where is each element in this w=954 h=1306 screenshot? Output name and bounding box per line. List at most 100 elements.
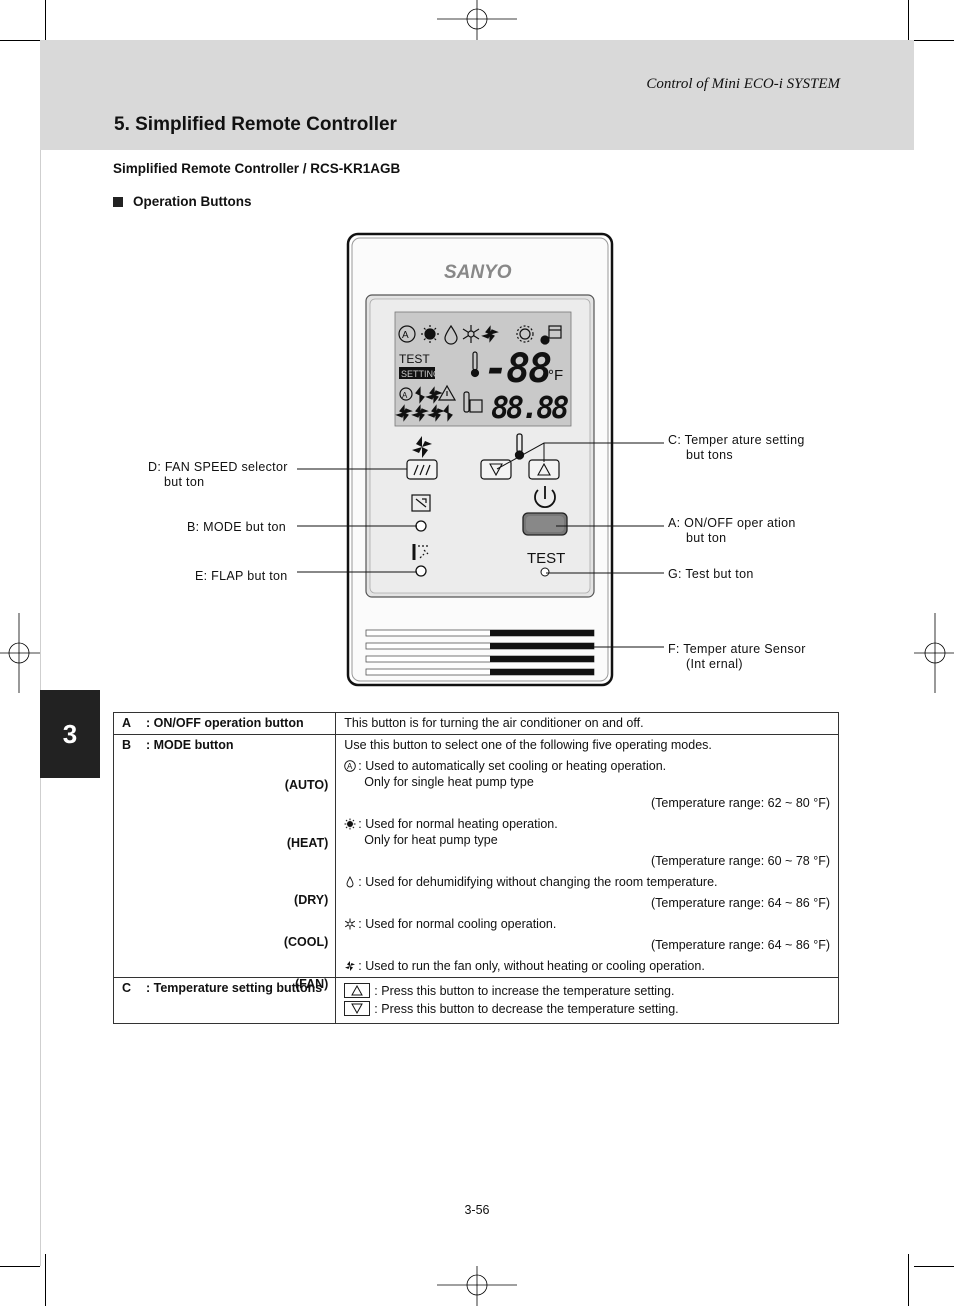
lcd-temp-digits: -88 — [484, 346, 551, 392]
mode-desc-line: : Used for dehumidifying without changin… — [358, 875, 718, 889]
fan-icon — [345, 961, 356, 971]
running-head: Control of Mini ECO-i SYSTEM — [646, 76, 840, 92]
bullet-heading-text: Operation Buttons — [133, 194, 252, 209]
temp-up-desc: : Press this button to increase the temp… — [336, 982, 838, 1000]
crop-mark — [908, 1254, 909, 1306]
mode-desc-line: : Used for normal cooling operation. — [358, 917, 557, 931]
mode-desc-line: : Used to automatically set cooling or h… — [358, 759, 667, 773]
lcd-mode-icons: A — [398, 324, 562, 345]
crop-mark — [0, 1266, 40, 1267]
crop-mark — [45, 0, 46, 52]
temp-range-heat: (Temperature range: 60 ~ 78 °F) — [650, 854, 830, 868]
callout-temp-setting-line2: but tons — [686, 448, 733, 462]
mode-desc-heat: : Used for normal heating operation. — [336, 816, 838, 832]
callout-temp-setting: C: Temper ature setting but tons — [668, 433, 805, 463]
table-desc-cell: This button is for turning the air condi… — [335, 712, 839, 735]
svg-text:A: A — [347, 762, 353, 771]
callout-fan-speed: D: FAN SPEED selector but ton — [148, 460, 288, 490]
section-title: 5. Simplified Remote Controller — [114, 114, 397, 135]
crop-mark — [45, 1254, 46, 1306]
table-row: A : ON/OFF operation button This button … — [112, 712, 839, 735]
callout-temp-sensor: F: Temper ature Sensor (Int ernal) — [668, 642, 806, 672]
table-key-cell: B : MODE button (AUTO) (HEAT) (DRY) (COO… — [112, 734, 337, 991]
row-key: B — [122, 738, 132, 752]
droplet-icon — [346, 876, 354, 888]
temp-down-desc: : Press this button to decrease the temp… — [336, 1000, 838, 1018]
temp-down-button-icon — [344, 1001, 371, 1016]
callout-fan-speed-line2: but ton — [164, 475, 205, 489]
mode-icon-label — [411, 494, 431, 512]
temp-up-text: : Press this button to increase the temp… — [374, 984, 675, 998]
callout-on-off-line2: but ton — [686, 531, 727, 545]
temp-range-auto: (Temperature range: 62 ~ 80 °F) — [650, 796, 830, 810]
table-row: B : MODE button (AUTO) (HEAT) (DRY) (COO… — [112, 734, 839, 991]
page-number: 3-56 — [464, 1203, 490, 1217]
callout-leader-lines — [297, 442, 664, 648]
mode-desc-fan: : Used to run the fan only, without heat… — [336, 958, 838, 974]
bullet-square-icon — [113, 196, 123, 207]
lcd-setting-label: SETTING — [401, 369, 440, 379]
table-key-cell: A : ON/OFF operation button — [112, 712, 337, 735]
callout-fan-speed-line1: D: FAN SPEED selector — [148, 460, 288, 474]
mode-desc-auto: A : Used to automatically set cooling or … — [336, 758, 838, 774]
callout-temp-sensor-line2: (Int ernal) — [686, 657, 743, 671]
operation-buttons-table: A : ON/OFF operation button This button … — [112, 712, 839, 1024]
temp-range-dry: (Temperature range: 64 ~ 86 °F) — [650, 896, 830, 910]
margin-rule — [40, 778, 41, 1266]
callout-test: G: Test but ton — [668, 567, 754, 581]
callout-on-off-line1: A: ON/OFF oper ation — [668, 516, 796, 530]
row-key: A — [122, 716, 132, 730]
row-name: : MODE button — [146, 738, 234, 752]
crop-mark — [0, 40, 40, 41]
temp-range-cool: (Temperature range: 64 ~ 86 °F) — [650, 938, 830, 952]
temp-setting-icon-label — [514, 433, 525, 460]
test-button-label: TEST — [527, 550, 565, 567]
row-description: This button is for turning the air condi… — [344, 716, 644, 730]
callout-temp-sensor-line1: F: Temper ature Sensor — [668, 642, 806, 656]
lcd-setting-box — [399, 367, 435, 379]
lcd-temp-unit: °F — [548, 367, 563, 384]
header-band — [40, 40, 914, 150]
svg-text:A: A — [402, 330, 409, 341]
crop-mark — [914, 40, 954, 41]
table-desc-cell: : Press this button to increase the temp… — [335, 977, 839, 1024]
mode-label-fan: (FAN) — [294, 977, 329, 991]
temp-down-text: : Press this button to decrease the temp… — [374, 1002, 679, 1016]
registration-mark-bottom — [437, 1266, 517, 1306]
lcd-thermometer-icon — [470, 351, 480, 378]
auto-icon: A — [344, 760, 357, 772]
svg-text:A: A — [402, 391, 408, 400]
lcd-test-label: TEST — [399, 352, 430, 366]
power-icon-label — [534, 486, 556, 509]
row-name: : ON/OFF operation button — [146, 716, 304, 730]
flap-icon-label — [412, 544, 430, 560]
temp-down-button-shape — [480, 459, 512, 480]
temperature-sensor-grille — [365, 629, 595, 676]
mode-desc-line: Only for heat pump type — [364, 833, 498, 847]
test-button-shape — [540, 567, 550, 577]
mode-label-heat: (HEAT) — [286, 836, 329, 850]
table-key-cell: C : Temperature setting buttons — [112, 977, 337, 1024]
brand-logo-text: SANYO — [444, 262, 512, 283]
mode-desc-line: : Used to run the fan only, without heat… — [358, 959, 705, 973]
registration-mark-top — [437, 0, 517, 40]
sun-icon — [344, 818, 356, 830]
callout-temp-setting-line1: C: Temper ature setting — [668, 433, 805, 447]
flap-button-shape — [415, 565, 427, 577]
callout-mode: B: MODE but ton — [187, 520, 286, 534]
mode-label-cool: (COOL) — [283, 935, 329, 949]
callout-on-off: A: ON/OFF oper ation but ton — [668, 516, 796, 546]
subtitle: Simplified Remote Controller / RCS-KR1AG… — [113, 161, 401, 176]
crop-mark — [914, 1266, 954, 1267]
mode-label-dry: (DRY) — [294, 893, 329, 907]
mode-desc-line: Only for single heat pump type — [364, 775, 534, 789]
mode-desc-line: : Used for normal heating operation. — [358, 817, 558, 831]
table-desc-cell: Use this button to select one of the fol… — [335, 734, 839, 978]
registration-mark-right — [914, 613, 954, 693]
bullet-heading: Operation Buttons — [113, 194, 252, 209]
table-row: C : Temperature setting buttons : Press … — [112, 977, 839, 1024]
sanyo-logo: SANYO — [444, 262, 512, 283]
callout-flap: E: FLAP but ton — [195, 569, 288, 583]
row-name: : Temperature setting buttons — [146, 981, 323, 995]
temp-up-button-icon — [344, 983, 371, 998]
